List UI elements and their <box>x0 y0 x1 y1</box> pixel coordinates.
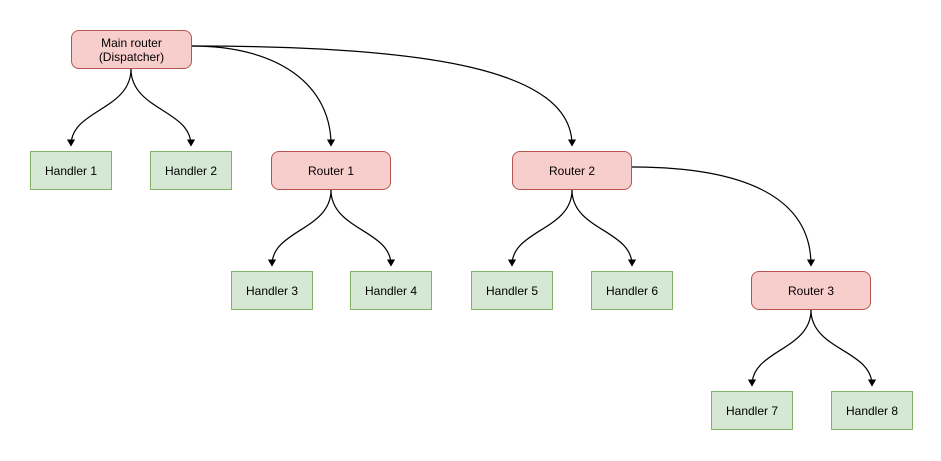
edge-router-2-to-handler-5[interactable] <box>507 189 573 267</box>
node-router-2[interactable]: Router 2 <box>512 151 632 190</box>
node-label-main-router: Main router (Dispatcher) <box>98 35 165 64</box>
node-handler-1[interactable]: Handler 1 <box>30 151 112 190</box>
node-handler-6[interactable]: Handler 6 <box>591 271 673 310</box>
node-label-handler-3: Handler 3 <box>245 283 299 298</box>
node-router-3[interactable]: Router 3 <box>751 271 871 310</box>
edge-main-router-to-handler-2[interactable] <box>130 68 196 147</box>
node-handler-3[interactable]: Handler 3 <box>231 271 313 310</box>
node-label-handler-4: Handler 4 <box>364 283 418 298</box>
node-label-handler-8: Handler 8 <box>845 403 899 418</box>
node-main-router[interactable]: Main router (Dispatcher) <box>71 30 192 69</box>
node-label-handler-1: Handler 1 <box>44 163 98 178</box>
node-label-handler-2: Handler 2 <box>164 163 218 178</box>
node-label-handler-5: Handler 5 <box>485 283 539 298</box>
edge-router-3-to-handler-7[interactable] <box>747 309 812 387</box>
edge-router-1-to-handler-3[interactable] <box>267 189 332 267</box>
edge-main-router-to-router-1[interactable] <box>191 45 336 147</box>
node-label-router-1: Router 1 <box>307 163 355 178</box>
edge-router-2-to-handler-6[interactable] <box>571 189 637 267</box>
edge-router-2-to-router-3[interactable] <box>631 166 816 267</box>
node-router-1[interactable]: Router 1 <box>271 151 391 190</box>
node-handler-4[interactable]: Handler 4 <box>350 271 432 310</box>
edge-main-router-to-router-2[interactable] <box>191 45 577 147</box>
node-label-handler-6: Handler 6 <box>605 283 659 298</box>
node-handler-2[interactable]: Handler 2 <box>150 151 232 190</box>
node-label-handler-7: Handler 7 <box>725 403 779 418</box>
edge-main-router-to-handler-1[interactable] <box>66 68 132 147</box>
node-handler-7[interactable]: Handler 7 <box>711 391 793 430</box>
edge-router-3-to-handler-8[interactable] <box>810 309 877 387</box>
node-label-router-3: Router 3 <box>787 283 835 298</box>
node-handler-5[interactable]: Handler 5 <box>471 271 553 310</box>
edge-router-1-to-handler-4[interactable] <box>330 189 396 267</box>
node-label-router-2: Router 2 <box>548 163 596 178</box>
edges-group <box>66 45 877 387</box>
node-handler-8[interactable]: Handler 8 <box>831 391 913 430</box>
